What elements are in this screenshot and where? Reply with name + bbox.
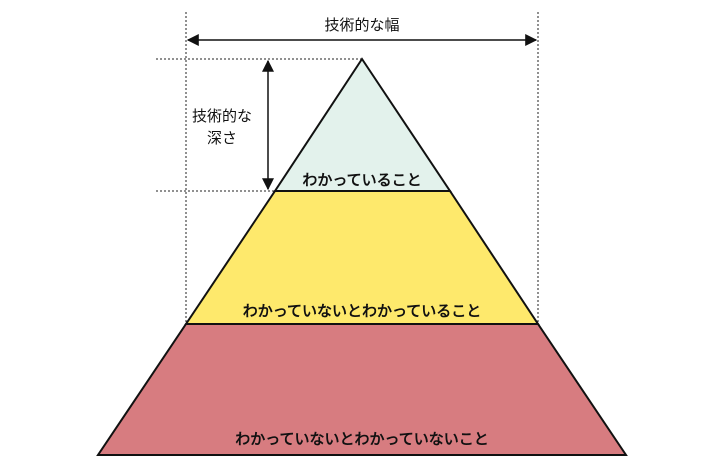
tier-bottom-label: わかっていないとわかっていないこと	[235, 430, 489, 448]
tier-top	[273, 57, 452, 192]
depth-label-line1: 技術的な	[192, 107, 252, 125]
guide-lines	[156, 12, 539, 324]
depth-label-line2: 深さ	[207, 129, 237, 147]
width-label: 技術的な幅	[324, 16, 399, 34]
tier-top-label: わかっていること	[302, 171, 421, 189]
tier-middle-label: わかっていないとわかっていること	[243, 302, 482, 320]
